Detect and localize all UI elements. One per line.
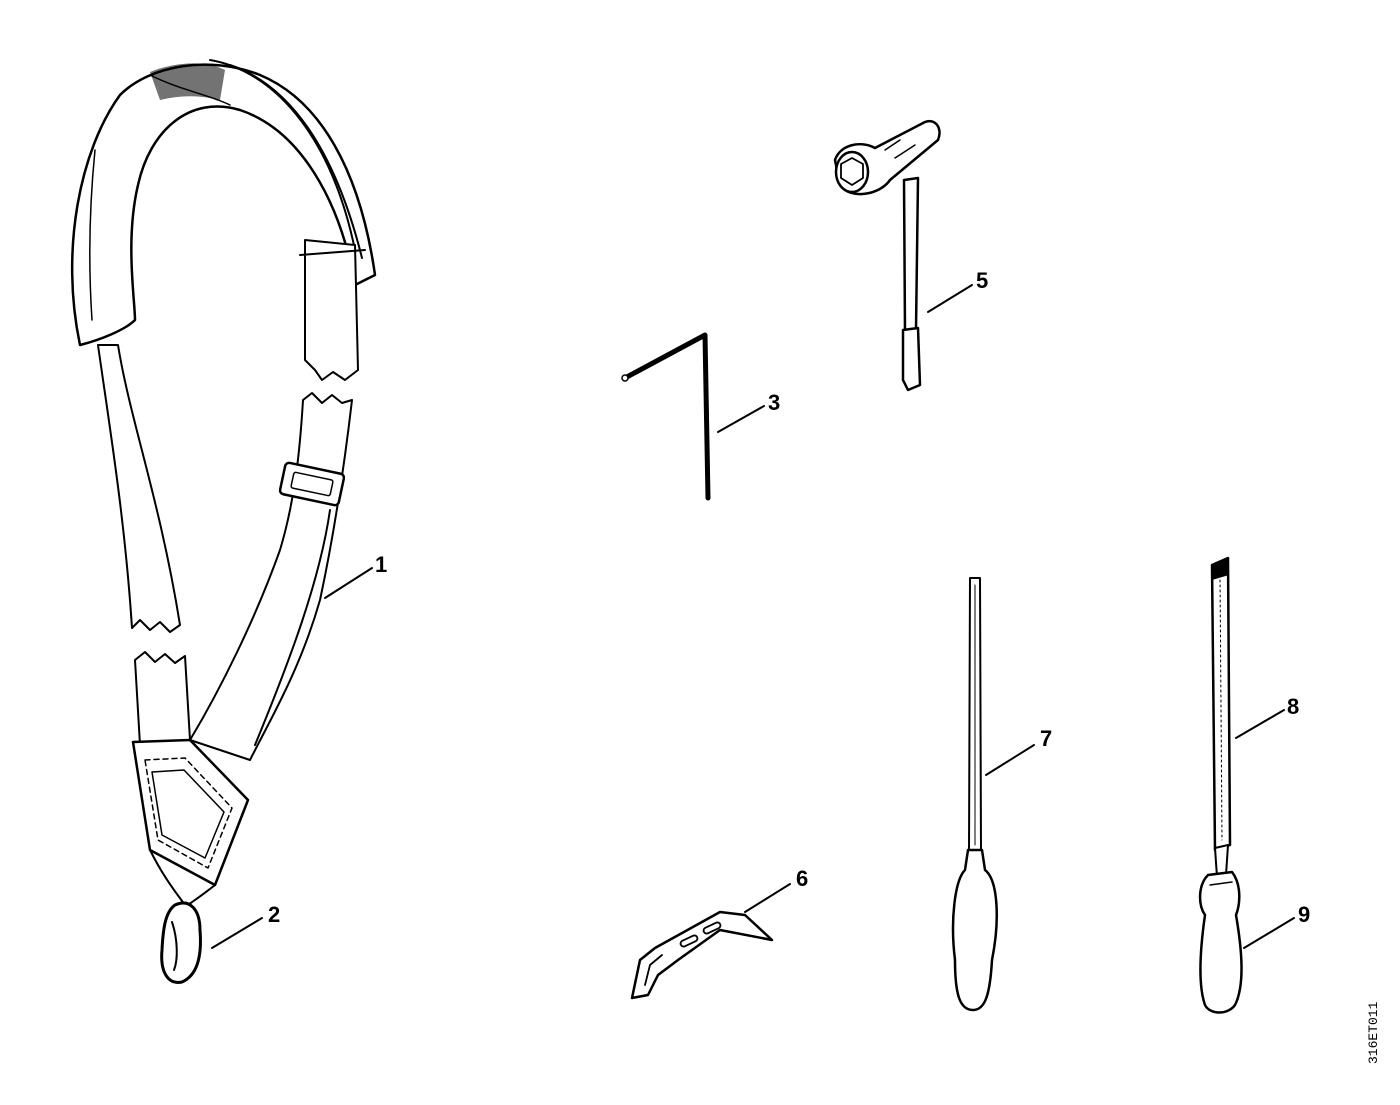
document-code: 316ET011: [1366, 1001, 1381, 1064]
leader-line-6: [744, 883, 791, 913]
harness-strap-icon: [70, 59, 377, 906]
leader-line-5: [927, 284, 973, 313]
callout-2: 2: [268, 902, 280, 927]
round-file-icon: [951, 577, 998, 1012]
callout-5: 5: [976, 268, 988, 293]
filing-gauge-icon: [630, 910, 774, 1000]
leader-lines: [211, 284, 1295, 949]
callout-6: 6: [796, 866, 808, 891]
callout-labels: 1 2 3 5 6 7 8 9: [268, 268, 1310, 927]
hex-key-icon: [621, 332, 711, 501]
callout-9: 9: [1298, 902, 1310, 927]
carabiner-hook-icon: [160, 901, 202, 984]
leader-line-1: [324, 567, 373, 599]
callout-1: 1: [375, 552, 387, 577]
callout-3: 3: [768, 390, 780, 415]
leader-line-2: [211, 917, 263, 949]
flat-file-icon: [1210, 556, 1232, 878]
file-handle-icon: [1198, 870, 1243, 1014]
callout-8: 8: [1287, 694, 1299, 719]
leader-line-7: [985, 744, 1035, 776]
leader-line-3: [717, 405, 765, 433]
combination-wrench-icon: [833, 119, 941, 392]
leader-line-8: [1235, 709, 1285, 739]
leader-line-9: [1243, 917, 1295, 949]
callout-7: 7: [1040, 726, 1052, 751]
